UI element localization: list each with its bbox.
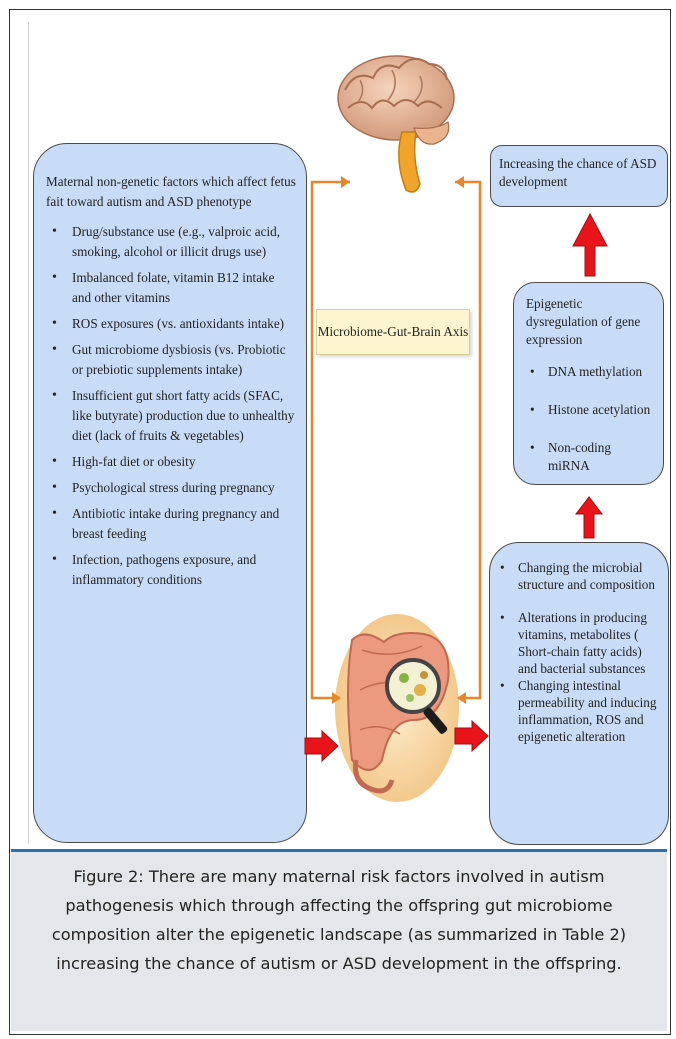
figure-caption: Figure 2: There are many maternal risk f… bbox=[11, 849, 667, 1031]
arrow-gut-to-changes bbox=[455, 721, 488, 751]
arrowhead-to-brain-right bbox=[455, 176, 464, 188]
arrow-factors-to-gut bbox=[305, 731, 338, 761]
arrow-changes-to-epigenetic bbox=[576, 497, 602, 538]
axis-connector-left bbox=[312, 182, 350, 698]
arrowhead-to-brain bbox=[341, 176, 350, 188]
arrow-epigenetic-to-asd bbox=[573, 214, 607, 276]
axis-connector-right bbox=[455, 182, 480, 698]
caption-text: Figure 2: There are many maternal risk f… bbox=[52, 867, 626, 973]
brain-icon bbox=[338, 56, 454, 192]
